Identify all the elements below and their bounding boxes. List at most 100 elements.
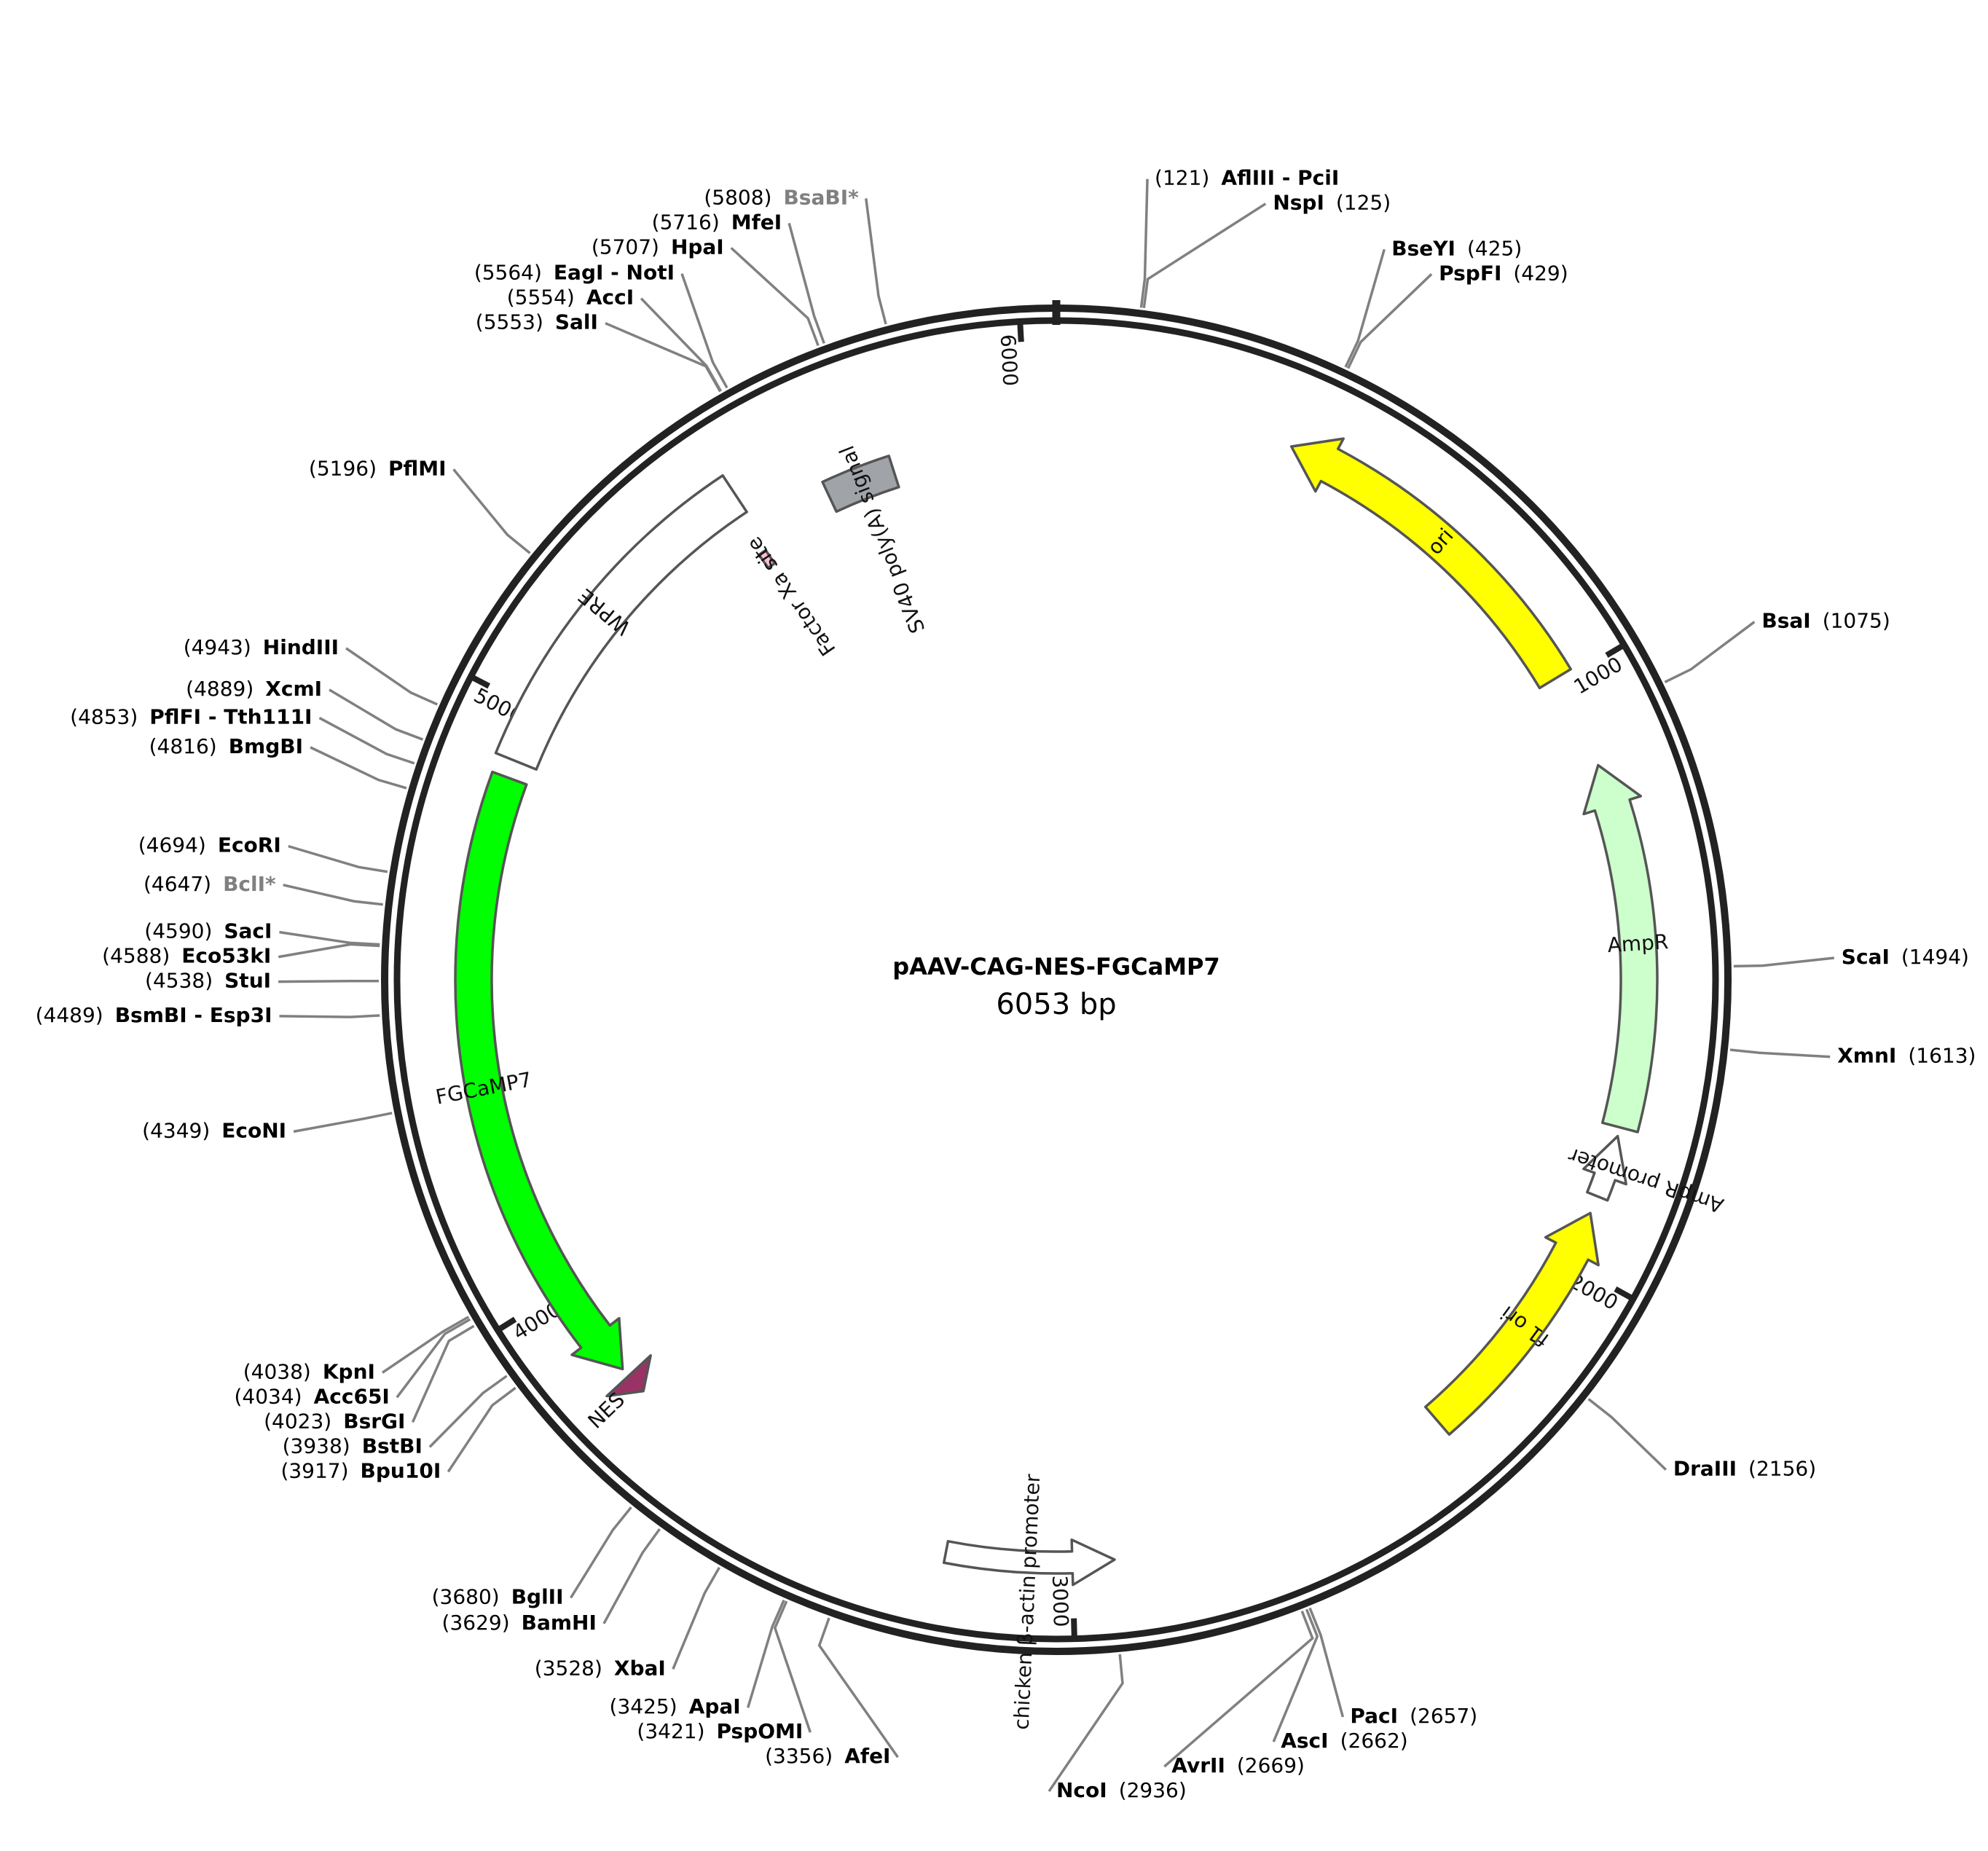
site-name: AvrII (1171, 1753, 1225, 1777)
site-labels: (121)AflIII - PciINspI(125)BseYI(425)Psp… (36, 166, 1976, 1802)
site-label-bseyi: BseYI(425) (1391, 236, 1522, 260)
site-line-bcli (283, 884, 383, 906)
site-label-pspfi: PspFI(429) (1439, 261, 1568, 285)
site-name: PspOMI (717, 1719, 804, 1743)
feature-chicken-actin-promoter (942, 1538, 1116, 1587)
site-position: (3938) (283, 1434, 350, 1458)
site-position: (3917) (280, 1458, 348, 1482)
site-name: BmgBI (229, 734, 303, 758)
site-label-bcli: (4647)BclI* (144, 872, 276, 896)
feature-ampr (1582, 763, 1659, 1133)
site-position: (3680) (432, 1584, 500, 1608)
tick-mark-1000 (1605, 643, 1624, 659)
feature-ampr-promoter (1582, 1134, 1627, 1202)
site-label-pspomi: (3421) PspOMI (637, 1719, 803, 1743)
site-position: (4853) (70, 705, 138, 729)
site-line-acc65i (396, 1318, 471, 1399)
site-position: (1613) (1908, 1044, 1976, 1068)
tick-mark-2000 (1614, 1286, 1633, 1300)
plasmid-length: 6053 bp (996, 988, 1116, 1021)
site-line-bsabi (865, 198, 887, 325)
site-name: NcoI (1056, 1778, 1107, 1802)
site-line-eco53ki (278, 943, 380, 959)
site-label-bglii: (3680)BglII (432, 1584, 564, 1608)
site-name: BamHI (522, 1611, 597, 1635)
site-line-avrii (1163, 1611, 1314, 1768)
site-line-afliii-pcii (1139, 178, 1149, 308)
site-position: (2936) (1119, 1778, 1187, 1802)
site-line-bpu10i (447, 1386, 516, 1473)
tick-mark-6000 (1017, 324, 1024, 342)
site-line-stui (278, 979, 380, 983)
site-label-bamhi: (3629) BamHI (442, 1611, 597, 1635)
site-name: SalI (555, 310, 598, 334)
site-position: (3629) (442, 1611, 510, 1635)
site-position: (125) (1336, 191, 1391, 215)
site-position: (5553) (476, 310, 543, 334)
site-label-asci: AscI(2662) (1281, 1729, 1407, 1753)
site-line-bseyi (1344, 248, 1386, 368)
site-line-pflmi (452, 468, 531, 554)
site-name: HpaI (671, 235, 724, 259)
site-label-bsmbi-esp3i: (4489)BsmBI - Esp3I (36, 1003, 272, 1027)
site-line-bmgbi (310, 746, 407, 790)
site-position: (3421) (637, 1719, 704, 1743)
site-name: PacI (1350, 1704, 1398, 1728)
site-label-xmni: XmnI (1613) (1837, 1044, 1976, 1068)
feature-nes (605, 1354, 652, 1398)
site-line-afei (817, 1617, 899, 1758)
site-label-ncoi: NcoI (2936) (1056, 1778, 1187, 1802)
site-label-scai: ScaI(1494) (1842, 945, 1969, 969)
site-position: (5716) (652, 210, 720, 234)
site-label-bsabi: (5808)BsaBI* (704, 185, 859, 209)
site-label-afei: (3356)AfeI (765, 1744, 890, 1768)
site-line-bsrgi (411, 1324, 475, 1423)
site-label-mfei: (5716)MfeI (652, 210, 782, 234)
site-name: HindIII (263, 635, 339, 659)
site-name: BstBI (362, 1434, 423, 1458)
site-label-pflmi: (5196)PflMI (309, 456, 447, 480)
site-label-xcmi: (4889)XcmI (186, 677, 322, 701)
site-position: (2156) (1748, 1457, 1816, 1481)
site-label-draiii: DraIII(2156) (1673, 1457, 1816, 1481)
site-position: (4647) (144, 872, 211, 896)
site-line-nspi (1142, 203, 1267, 309)
site-name: Eco53kI (181, 944, 271, 968)
site-label-bsai: BsaI(1075) (1761, 609, 1890, 633)
site-line-ncoi (1048, 1654, 1124, 1793)
tick-mark-5000 (472, 675, 491, 689)
site-label-eagi-noti: (5564)EagI - NotI (474, 261, 675, 285)
site-position: (4694) (138, 833, 206, 857)
site-label-afliii-pcii: (121)AflIII - PciI (1155, 166, 1339, 190)
site-line-bsmbi-esp3i (279, 1014, 380, 1018)
site-line-saci (279, 930, 380, 946)
site-line-pflfi-tth111i (318, 717, 415, 765)
features (454, 437, 1659, 1587)
site-name: XmnI (1837, 1044, 1896, 1068)
site-position: (4023) (264, 1409, 331, 1433)
feature-fgcamp7 (454, 770, 624, 1371)
site-line-bstbi (428, 1375, 508, 1448)
site-name: EcoNI (221, 1118, 286, 1142)
site-label-paci: PacI (2657) (1350, 1704, 1477, 1728)
site-position: (2657) (1410, 1704, 1477, 1728)
feature-label-chicken-actin-promoter: chicken β-actin promoter (1009, 1473, 1045, 1730)
site-label-acci: (5554)AccI (507, 286, 634, 310)
site-line-draiii (1587, 1398, 1667, 1471)
site-position: (3528) (535, 1656, 602, 1680)
site-label-ecori: (4694)EcoRI (138, 833, 281, 857)
site-position: (4889) (186, 677, 254, 701)
site-label-bstbi: (3938) BstBI (283, 1434, 423, 1458)
site-label-xbai: (3528)XbaI (535, 1656, 666, 1680)
tick-label-6000: 6000 (996, 334, 1023, 387)
site-label-acc65i: (4034)Acc65I (234, 1384, 389, 1408)
site-name: ScaI (1842, 945, 1890, 969)
site-label-hindiii: (4943)HindIII (184, 635, 339, 659)
site-line-mfei (787, 222, 825, 344)
site-position: (4590) (144, 919, 212, 943)
site-name: NspI (1273, 191, 1324, 215)
site-line-bsai (1664, 621, 1756, 683)
site-name: BsmBI - Esp3I (115, 1003, 272, 1027)
tick-mark-4000 (498, 1316, 517, 1332)
